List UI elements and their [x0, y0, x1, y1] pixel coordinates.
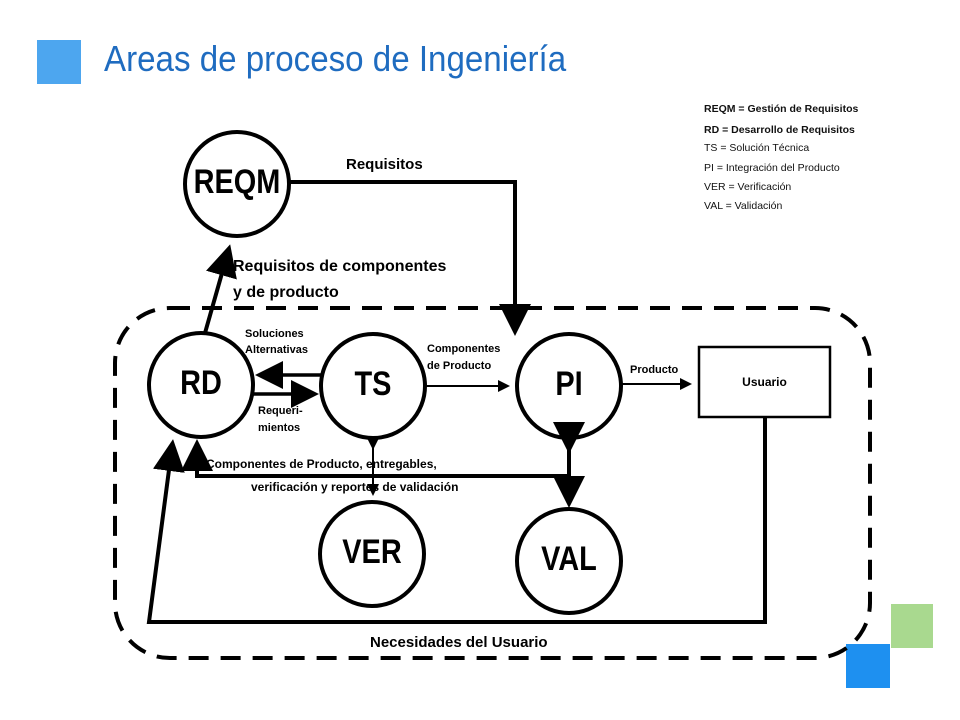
node-pi: PI — [555, 365, 583, 403]
page-title: Areas de proceso de Ingeniería — [104, 38, 567, 79]
label-entregables-2: verificación y reportes de validación — [251, 480, 459, 494]
rd-to-reqm-arrow — [203, 244, 237, 334]
node-reqm: REQM — [193, 163, 281, 201]
feedback-arrow — [181, 439, 569, 478]
rd-circle — [147, 331, 255, 439]
legend-reqm: REQM = Gestión de Requisitos — [704, 103, 859, 115]
node-val: VAL — [541, 540, 597, 578]
green-square-bottom — [891, 604, 933, 648]
label-req-comp-2: y de producto — [233, 284, 339, 301]
label-entregables-1: Componentes de Producto, entregables, — [206, 457, 437, 471]
node-usuario: Usuario — [742, 375, 787, 389]
legend-pi: PI = Integración del Producto — [704, 162, 840, 174]
label-componentes-1: Componentes — [427, 343, 501, 355]
label-req-comp-1: Requisitos de componentes — [233, 258, 447, 275]
node-ts: TS — [354, 365, 392, 403]
legend-ts: TS = Solución Técnica — [704, 142, 810, 154]
label-producto: Producto — [630, 364, 679, 376]
label-soluciones-1: Soluciones — [245, 328, 304, 340]
blue-square-top — [37, 40, 81, 84]
node-ver: VER — [342, 533, 402, 571]
blue-square-bottom — [846, 644, 890, 688]
system-boundary — [113, 306, 872, 660]
label-componentes-2: de Producto — [427, 360, 492, 372]
legend-ver: VER = Verificación — [704, 181, 792, 193]
legend-val: VAL = Validación — [704, 200, 783, 212]
label-requisitos: Requisitos — [346, 156, 423, 173]
label-requeri-1: Requeri- — [258, 405, 303, 417]
necesidades-arrow — [146, 417, 767, 624]
ver-circle — [318, 500, 426, 608]
legend-rd: RD = Desarrollo de Requisitos — [704, 124, 855, 136]
val-circle — [515, 507, 623, 615]
node-rd: RD — [180, 364, 222, 402]
requisitos-arrow — [289, 180, 531, 336]
label-soluciones-2: Alternativas — [245, 344, 308, 356]
label-necesidades: Necesidades del Usuario — [370, 634, 548, 651]
label-requeri-2: mientos — [258, 422, 301, 434]
